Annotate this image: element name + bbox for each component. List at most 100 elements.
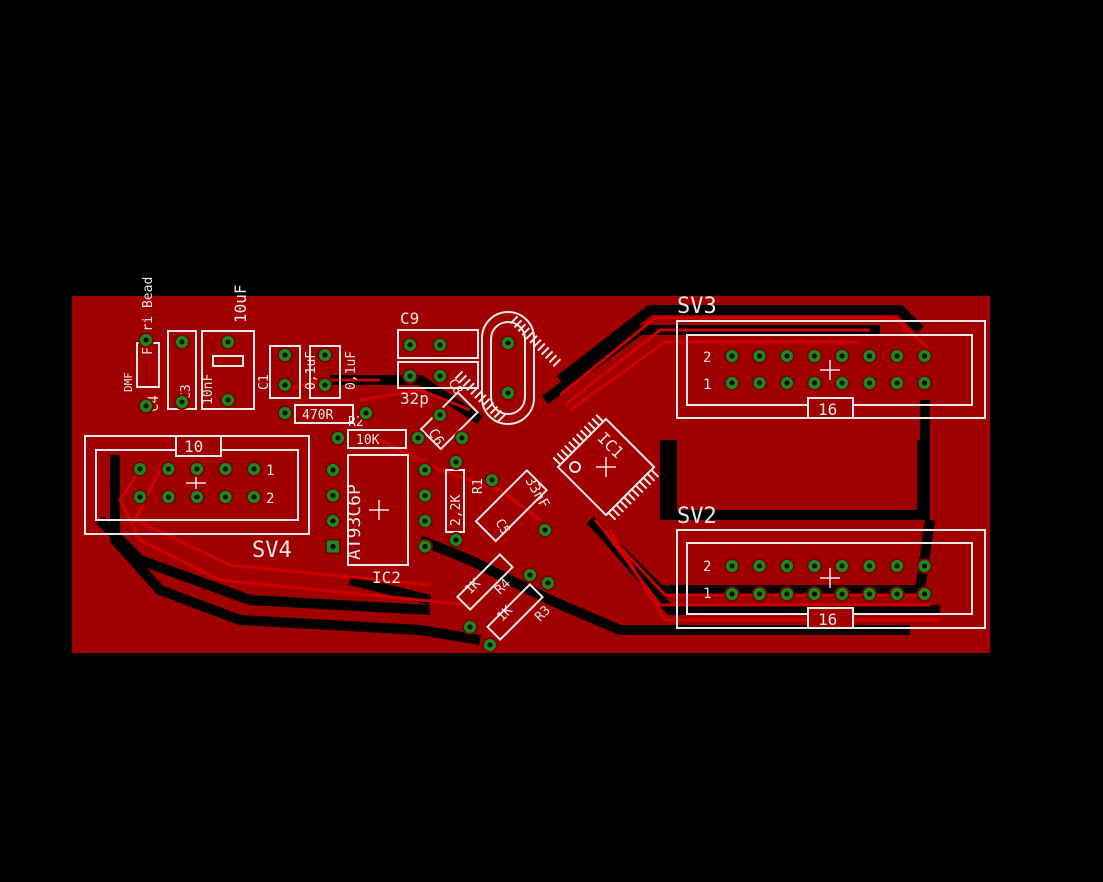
component-pad-drill bbox=[282, 382, 288, 388]
sv3-pad-drill bbox=[894, 353, 900, 359]
capacitor-c9: C9 bbox=[397, 309, 479, 359]
sv3-pad-drill bbox=[922, 380, 927, 386]
sv4-pad-drill bbox=[166, 466, 171, 472]
ic1-lead bbox=[607, 511, 617, 521]
ic1-lead bbox=[587, 421, 597, 431]
sv3-pad-drill bbox=[784, 353, 790, 359]
component-pad-drill bbox=[322, 352, 328, 358]
sv4-pad-drill bbox=[251, 466, 257, 472]
ic2-pad-drill bbox=[422, 518, 428, 524]
component-pad-drill bbox=[179, 399, 185, 405]
ic1-lead bbox=[552, 358, 562, 367]
c8-label: C8 bbox=[445, 377, 466, 398]
sv3-pad-drill bbox=[839, 380, 845, 386]
sv4-pad-drill bbox=[137, 466, 143, 472]
component-pad-drill bbox=[225, 339, 231, 345]
sv4-header: 10 1 2 SV4 bbox=[84, 435, 310, 563]
sv2-pad-drill bbox=[729, 591, 735, 597]
sv2-pad-drill bbox=[922, 563, 927, 569]
ic1-lead bbox=[568, 441, 577, 450]
sv2-count-label: 16 bbox=[818, 610, 837, 629]
sv4-pad-drill bbox=[251, 494, 257, 500]
ic1-lead bbox=[572, 437, 581, 446]
sv2-label: SV2 bbox=[677, 504, 717, 529]
sv2-pad-drill bbox=[784, 591, 790, 597]
component-pad-drill bbox=[282, 352, 288, 358]
sv2-pad-drill bbox=[867, 563, 872, 569]
ic2-pad-drill bbox=[330, 544, 336, 549]
component-pad-drill bbox=[437, 373, 443, 379]
r2-label: R2 bbox=[348, 415, 364, 430]
ic1-lead bbox=[544, 350, 554, 360]
sv3-pad-drill bbox=[812, 380, 817, 386]
component-pad-drill bbox=[545, 580, 551, 586]
resistor-r4 bbox=[456, 553, 514, 611]
ic2-pad-drill bbox=[422, 493, 428, 498]
ic1-lead bbox=[564, 445, 573, 454]
sv4-label: SV4 bbox=[252, 538, 292, 563]
c5-label: C5 bbox=[492, 517, 513, 538]
ic1-lead bbox=[548, 354, 558, 364]
resistor-r3 bbox=[486, 583, 544, 641]
ic1-lead bbox=[583, 425, 593, 435]
ic1-lead bbox=[533, 339, 542, 348]
component-pad-drill bbox=[467, 624, 473, 630]
c10uf-value-label: 10uF bbox=[231, 284, 250, 323]
ic1-lead bbox=[497, 413, 506, 423]
sv4-pad-drill bbox=[223, 466, 228, 472]
ic2-chip: AT93C6P IC2 bbox=[344, 454, 409, 587]
ic2-label: IC2 bbox=[372, 568, 401, 587]
c1-value-label: 0,1uF bbox=[304, 351, 319, 390]
ic1-lead bbox=[537, 342, 546, 352]
sv4-pad-drill bbox=[137, 494, 143, 500]
ic1-lead bbox=[462, 378, 471, 388]
ic2-pad-drill bbox=[330, 518, 336, 524]
resistor-r1: 2,2K R1 bbox=[445, 469, 486, 533]
ic1-lead bbox=[454, 370, 464, 380]
sv3-pad-drill bbox=[922, 353, 927, 359]
capacitor-c5 bbox=[474, 468, 549, 543]
sv2-pad-drill bbox=[839, 563, 845, 569]
sv3-pad-drill bbox=[839, 353, 845, 359]
capacitor-c1: C1 0,1uF bbox=[257, 345, 319, 399]
ic1-lead bbox=[615, 504, 625, 513]
c1-label: C1 bbox=[257, 374, 272, 390]
ic1-lead bbox=[631, 488, 640, 498]
sv4-pad-drill bbox=[223, 494, 228, 500]
ic2-pad-drill bbox=[422, 544, 428, 549]
sv3-header: SV3 2 1 16 bbox=[676, 294, 986, 419]
sv3-pad-drill bbox=[729, 380, 735, 386]
sv2-pad-drill bbox=[784, 563, 790, 569]
ic1-lead bbox=[591, 417, 600, 427]
capacitor-10uf: 10uF bbox=[201, 284, 255, 410]
sv3-count-label: 16 bbox=[818, 400, 837, 419]
sv3-pad-drill bbox=[894, 380, 900, 386]
sv2-pad-drill bbox=[812, 591, 817, 597]
copper-island bbox=[677, 440, 917, 510]
component-pad-drill bbox=[143, 337, 149, 343]
sv4-pin1-label: 1 bbox=[266, 463, 274, 479]
component-pad-drill bbox=[322, 382, 328, 388]
ic1-lead bbox=[634, 484, 644, 494]
sv3-pad-drill bbox=[757, 353, 762, 359]
component-pad-drill bbox=[225, 397, 231, 403]
ic1-lead bbox=[595, 413, 604, 423]
component-pad-drill bbox=[453, 537, 459, 543]
c2-value-label: 0,1uF bbox=[344, 351, 359, 390]
sv2-pad-drill bbox=[894, 563, 900, 569]
sv4-pin2-label: 2 bbox=[266, 491, 274, 507]
ferrite-prefix-label: DMF bbox=[122, 372, 135, 392]
sv3-pad-drill bbox=[784, 380, 790, 386]
component-pad-drill bbox=[489, 477, 495, 483]
ic1-lead bbox=[525, 331, 534, 340]
ic2-pad-drill bbox=[422, 467, 428, 473]
sv3-pad-drill bbox=[867, 380, 872, 386]
sv2-pad-drill bbox=[757, 591, 762, 597]
component-pad-drill bbox=[505, 390, 511, 396]
ic1-chip bbox=[454, 315, 660, 521]
ic1-lead bbox=[466, 382, 475, 391]
ic1-lead bbox=[623, 496, 632, 505]
r470-value-label: 470R bbox=[302, 408, 333, 423]
sv3-pin1-label: 1 bbox=[703, 377, 711, 393]
component-pad-drill bbox=[407, 373, 413, 379]
